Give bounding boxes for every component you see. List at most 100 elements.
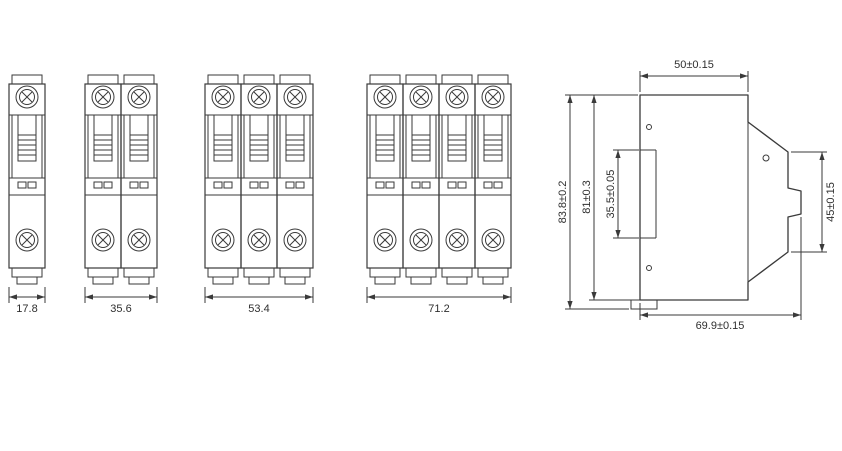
toggle-handle [213,134,233,162]
bottom-cap [87,267,119,278]
screw-outer-circle [481,228,505,252]
screw-cross-line [379,234,391,246]
dimension-arrow [367,294,375,300]
screw-cross-line [253,234,265,246]
screw-inner-circle [95,232,111,248]
dimension-arrow [591,95,597,103]
dimension-arrow [740,73,748,79]
mounting-clip [374,276,396,285]
screw-outer-circle [247,85,271,109]
dimension-arrow [9,294,17,300]
dimension-label: 35.6 [110,303,131,315]
dimension-label: 53.4 [248,303,269,315]
screw-outer-circle [373,85,397,109]
label-window [103,181,113,189]
terminal-screw [283,228,307,252]
screw-inner-circle [251,89,267,105]
dimension-label: 50±0.15 [674,59,714,71]
top-cap [279,74,311,85]
rivet [646,124,652,130]
screw-cross-line [289,234,301,246]
screw-outer-circle [127,85,151,109]
screw-cross-line [217,91,229,103]
bottom-cap [405,267,437,278]
top-cap [369,74,401,85]
screw-cross-line [451,91,463,103]
side-profile-outline [639,94,802,301]
screw-inner-circle [449,232,465,248]
dimension-rail-slot: 35.5±0.05 [605,149,639,239]
screw-inner-circle [215,89,231,105]
terminal-screw [247,228,271,252]
dimension-top-depth: 50±0.15 [639,59,749,92]
terminal-screw [211,85,235,109]
terminal-screw [211,228,235,252]
mounting-clip [92,276,114,285]
screw-cross-line [97,91,109,103]
terminal-screw [91,228,115,252]
mounting-clip [446,276,468,285]
mounting-clip [410,276,432,285]
screw-outer-circle [91,85,115,109]
screw-inner-circle [449,89,465,105]
label-window [411,181,421,189]
screw-inner-circle [485,89,501,105]
label-window [139,181,149,189]
rivet [762,154,770,162]
screw-inner-circle [95,89,111,105]
bottom-cap [207,267,239,278]
screw-outer-circle [409,228,433,252]
width-dimension: 71.2 [366,287,512,315]
terminal-screw [15,85,39,109]
dimension-body-height: 81±0.3 [581,95,638,301]
dimension-arrow [819,244,825,252]
screw-inner-circle [251,232,267,248]
terminal-screw [15,228,39,252]
screw-inner-circle [413,89,429,105]
mounting-clip [128,276,150,285]
label-window [17,181,27,189]
label-window [249,181,259,189]
terminal-screw [127,228,151,252]
label-window [421,181,431,189]
dimension-arrow [567,301,573,309]
top-cap [243,74,275,85]
toggle-handle [17,134,37,162]
dimension-label: 71.2 [428,303,449,315]
bottom-cap [477,267,509,278]
screw-cross-line [451,234,463,246]
screw-outer-circle [127,228,151,252]
top-cap [441,74,473,85]
bottom-cap [279,267,311,278]
screw-outer-circle [283,228,307,252]
mounting-clip [248,276,270,285]
screw-outer-circle [91,228,115,252]
screw-inner-circle [377,89,393,105]
screw-outer-circle [247,228,271,252]
front-view-1-pole: 17.8 [8,74,46,315]
dimension-label: 45±0.15 [825,182,837,222]
dimension-arrow [567,95,573,103]
label-window [483,181,493,189]
screw-outer-circle [15,228,39,252]
screw-cross-line [21,91,33,103]
pole-module [8,74,46,285]
top-cap [207,74,239,85]
bottom-cap [369,267,401,278]
terminal-screw [373,228,397,252]
pole-module [84,74,122,285]
dimension-arrow [305,294,313,300]
pole-module [120,74,158,285]
dimension-arrow [85,294,93,300]
pole-module [366,74,404,285]
dimension-label: 69.9±0.15 [696,320,745,332]
screw-cross-line [379,91,391,103]
screw-inner-circle [131,89,147,105]
screw-inner-circle [413,232,429,248]
screw-cross-line [133,91,145,103]
screw-cross-line [253,91,265,103]
screw-inner-circle [287,232,303,248]
dimension-arrow [205,294,213,300]
dimension-front-height: 45±0.15 [791,151,837,253]
